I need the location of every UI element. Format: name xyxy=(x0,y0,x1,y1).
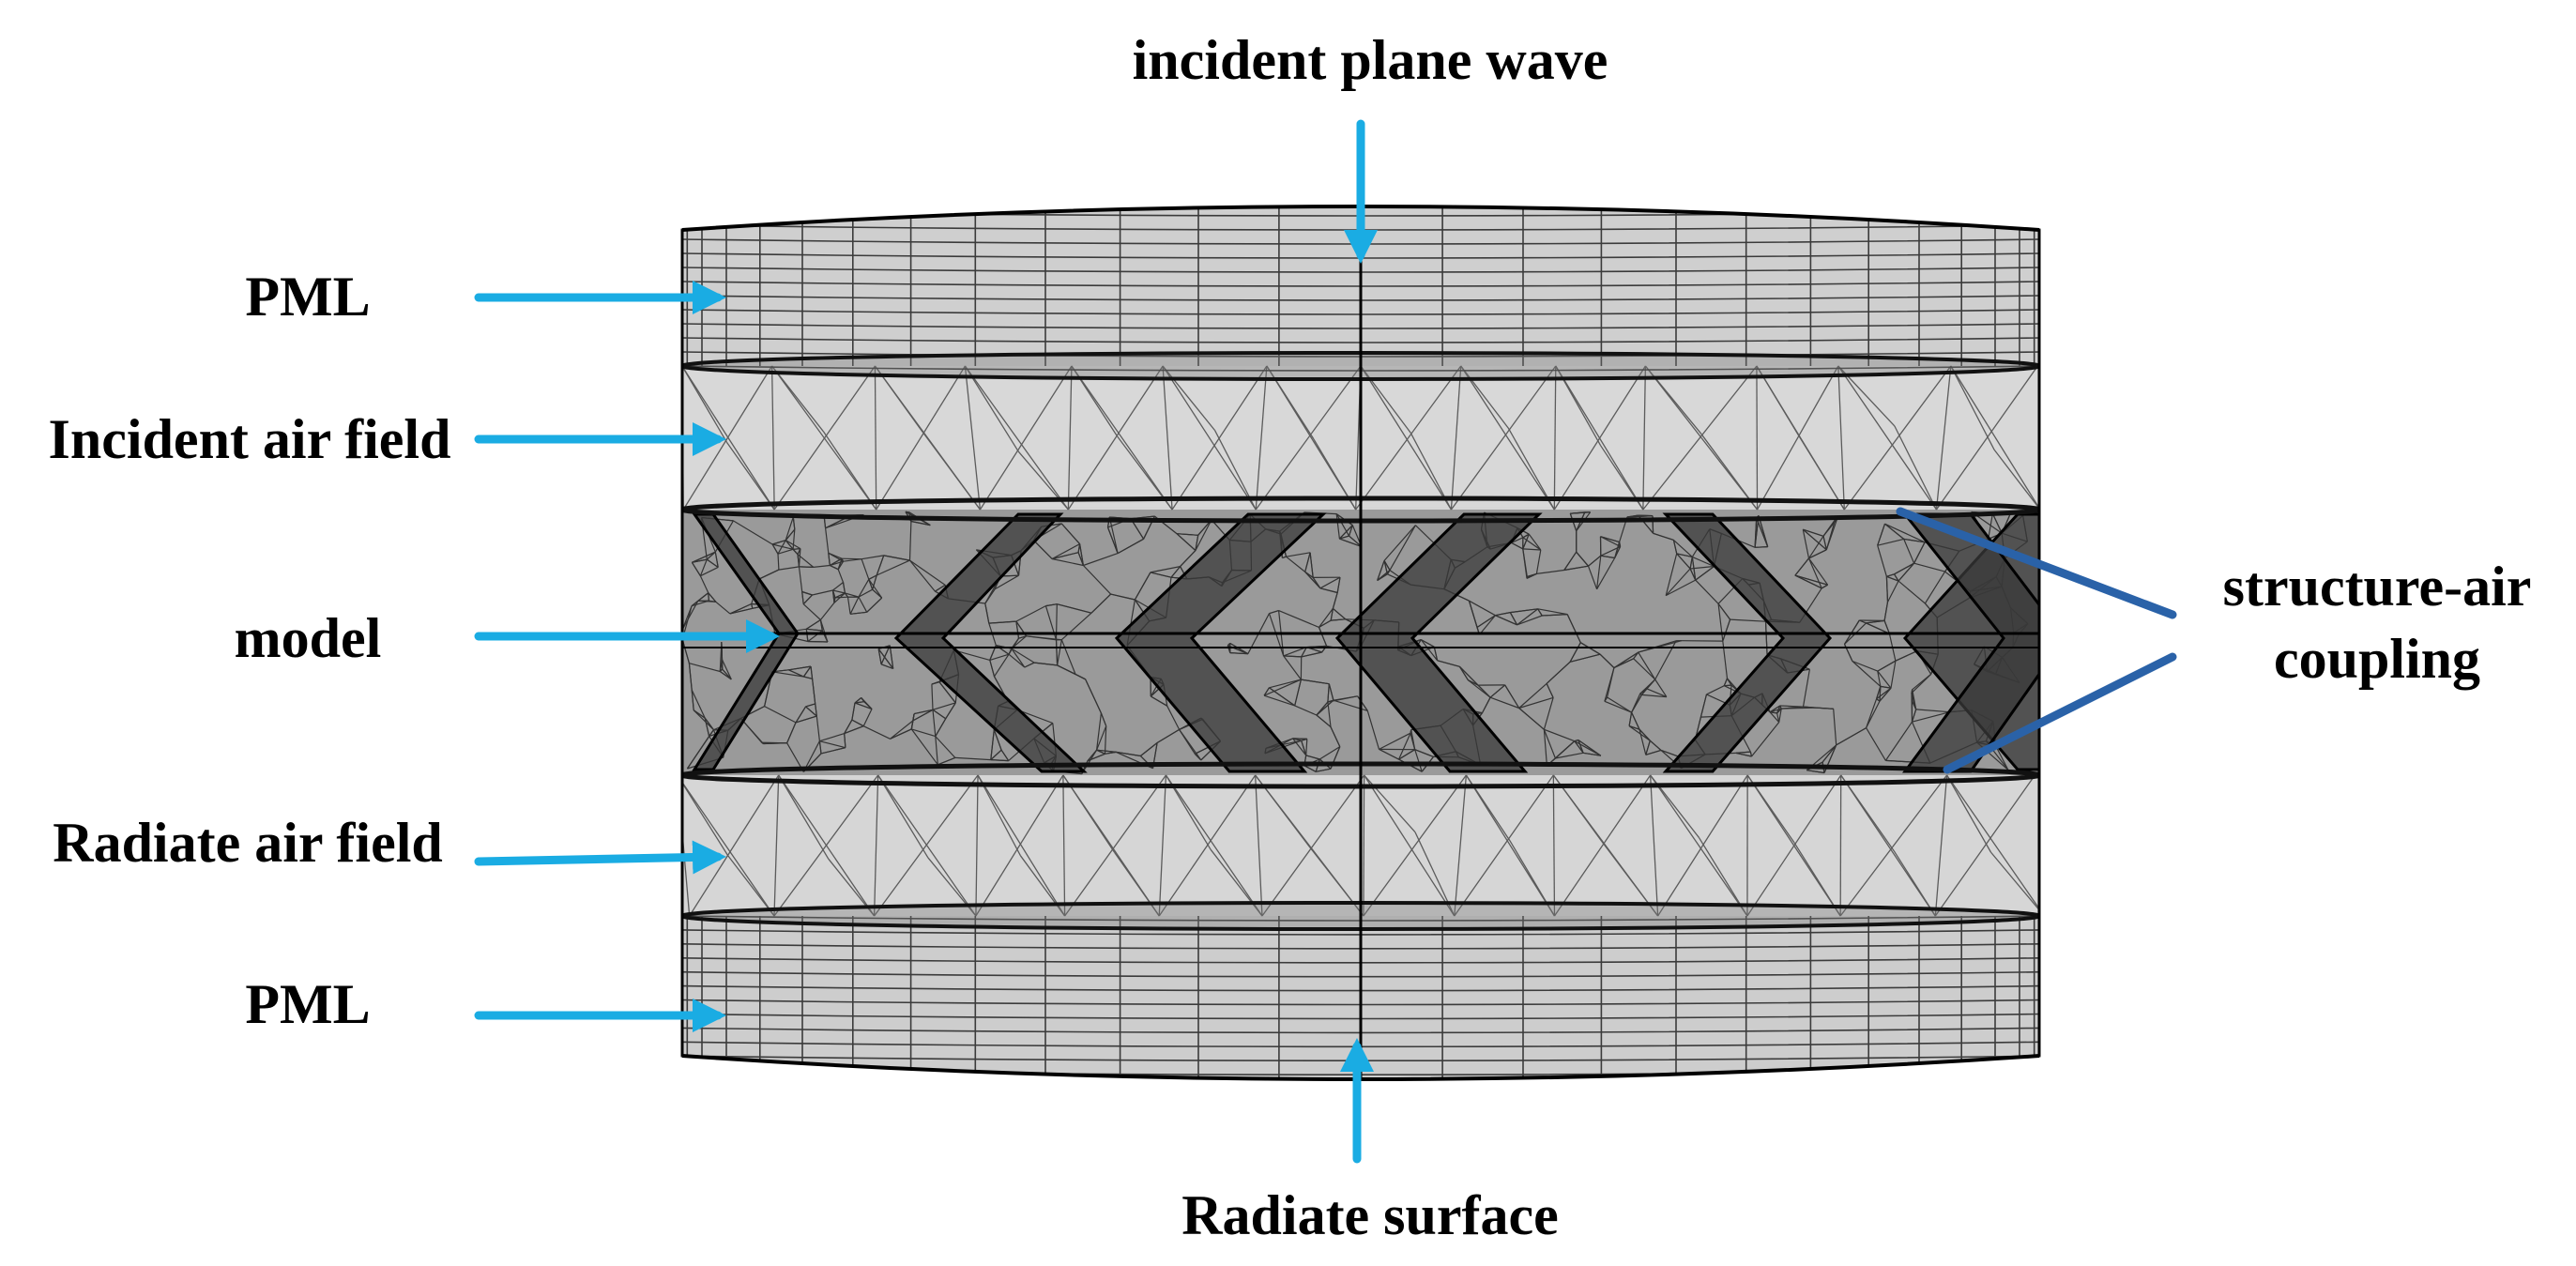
label-model: model xyxy=(235,607,382,669)
label-coupling: coupling xyxy=(2274,628,2480,690)
label-structure-air: structure-air xyxy=(2223,556,2532,618)
label-pml-bottom: PML xyxy=(245,973,370,1035)
coupling-arrows xyxy=(1896,507,2177,774)
coupling-arrow-lower xyxy=(1943,652,2177,774)
label-arrows xyxy=(474,119,1378,1164)
label-radiate-surface: Radiate surface xyxy=(1181,1184,1559,1246)
label-incident-plane-wave: incident plane wave xyxy=(1133,29,1608,91)
label-radiate-air-field: Radiate air field xyxy=(53,812,443,874)
mesh-cylinder xyxy=(680,205,2041,1081)
coupling-arrow-upper xyxy=(1896,507,2177,619)
label-pml-top: PML xyxy=(245,266,370,328)
label-incident-air-field: Incident air field xyxy=(49,408,451,470)
arrow-radiate-air xyxy=(474,840,726,875)
